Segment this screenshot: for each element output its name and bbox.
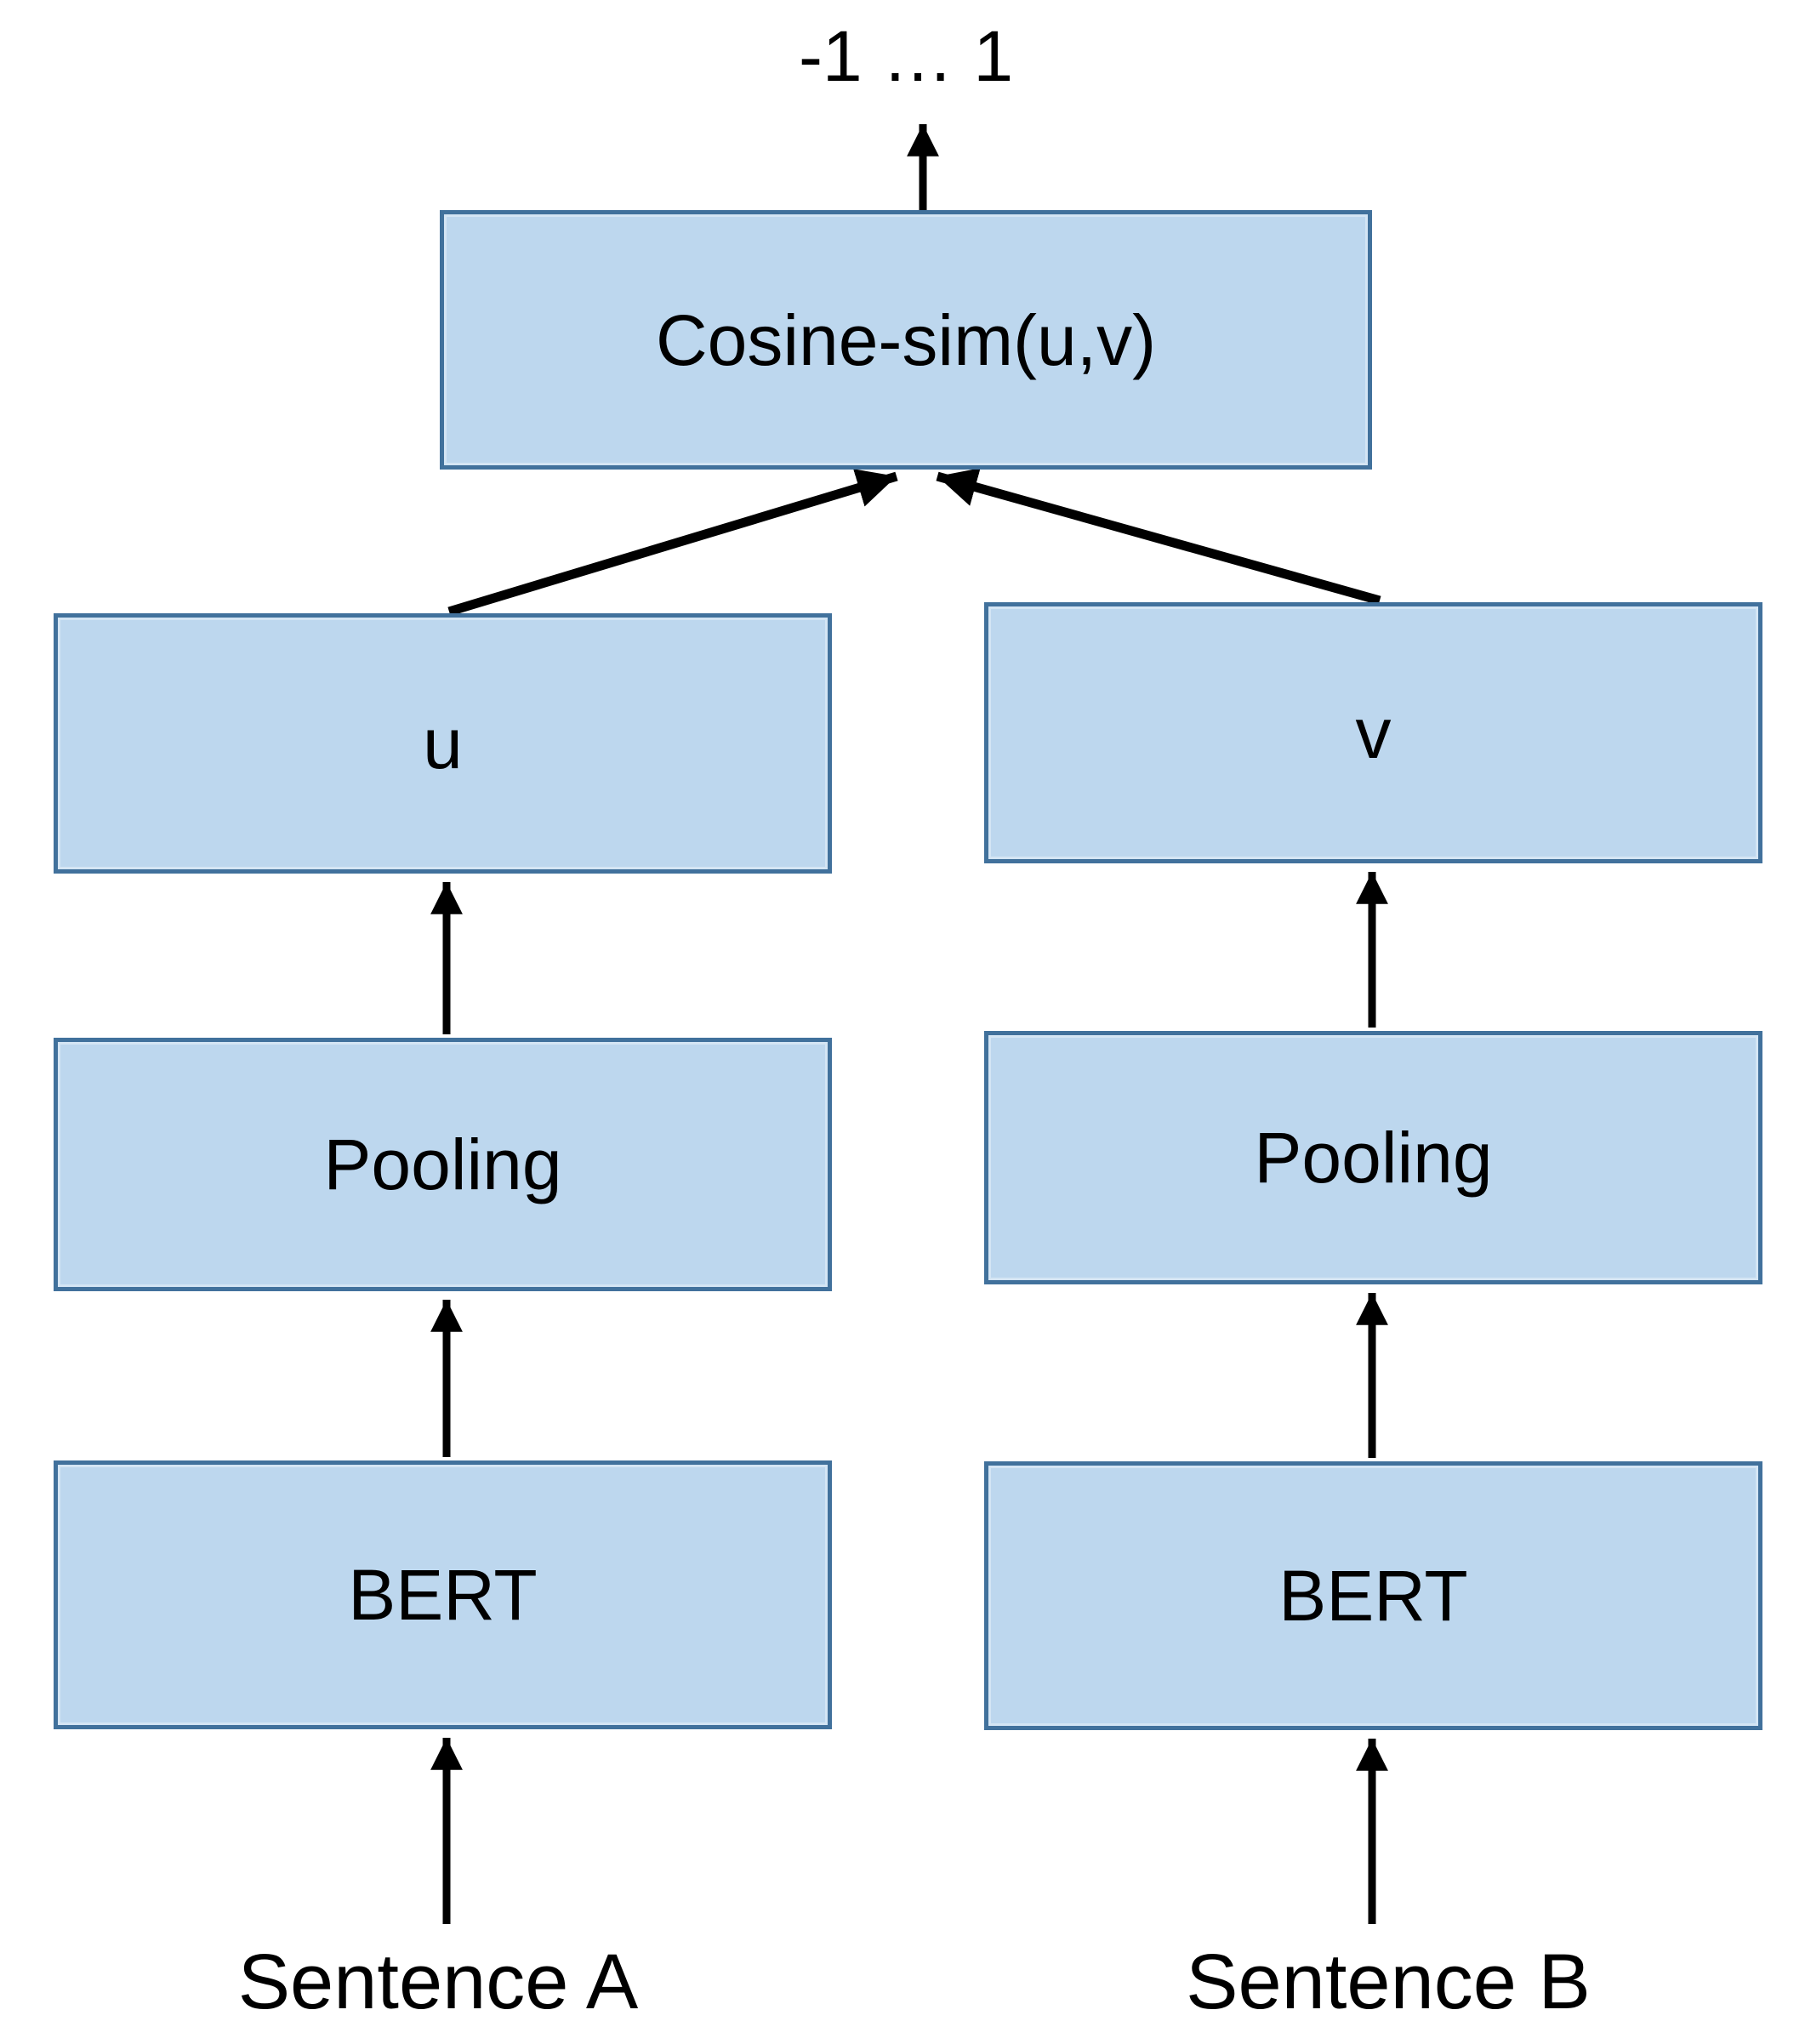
bert-left-label: BERT: [348, 1555, 538, 1635]
pooling-right-label: Pooling: [1254, 1118, 1493, 1198]
u-embedding-label: u: [423, 703, 463, 783]
arrow-v-to-cosine: [936, 468, 1381, 606]
pooling-right-node: Pooling: [984, 1031, 1762, 1284]
pooling-left-label: Pooling: [323, 1124, 562, 1204]
bert-left-node: BERT: [54, 1460, 832, 1729]
bert-right-node: BERT: [984, 1461, 1762, 1730]
v-embedding-node: v: [984, 602, 1762, 863]
output-range-label: -1 … 1: [798, 16, 1014, 96]
v-embedding-label: v: [1355, 692, 1392, 773]
sentence-a-label: Sentence A: [237, 1939, 639, 2025]
arrow-u-to-cosine: [447, 469, 898, 617]
cosine-sim-node: Cosine-sim(u,v): [440, 210, 1372, 470]
bert-right-label: BERT: [1278, 1556, 1468, 1636]
sentence-b-label: Sentence B: [1186, 1939, 1591, 2025]
cosine-sim-label: Cosine-sim(u,v): [655, 299, 1157, 380]
pooling-left-node: Pooling: [54, 1038, 832, 1291]
u-embedding-node: u: [54, 613, 832, 874]
